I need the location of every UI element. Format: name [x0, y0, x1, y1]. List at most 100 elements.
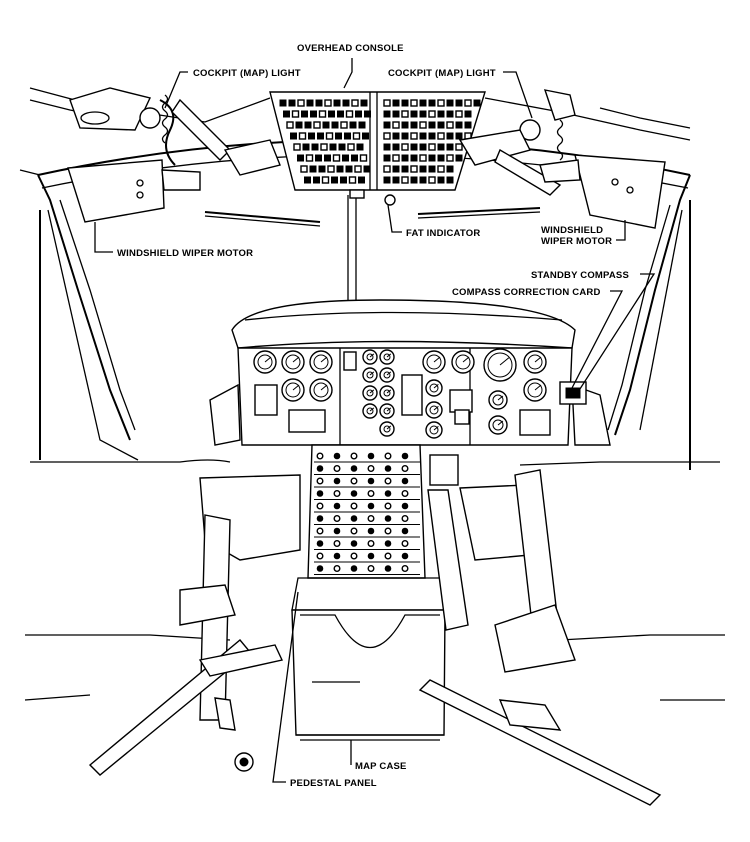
pedestal-knob: [350, 490, 358, 497]
cockpit-light-right: [458, 89, 576, 196]
console-switch: [297, 99, 305, 107]
console-switch: [310, 110, 317, 118]
gauge-face: [487, 352, 513, 378]
gauge-needle: [499, 357, 510, 366]
gauge-needle: [386, 425, 392, 430]
console-switch: [333, 99, 341, 107]
console-switch: [348, 176, 357, 184]
label-map-case: MAP CASE: [355, 761, 407, 772]
gauge-needle: [292, 384, 300, 391]
overhead-console: [269, 91, 486, 206]
console-switch: [315, 99, 323, 107]
console-switch: [320, 143, 328, 151]
pedestal-knob: [350, 465, 358, 472]
console-switch: [455, 99, 463, 107]
cockpit-light-left: [69, 87, 281, 176]
pedestal-knob: [367, 515, 375, 523]
gauge-face: [426, 354, 442, 370]
console-switch: [383, 154, 391, 162]
gauge-needle: [369, 353, 375, 358]
console-switch: [318, 110, 327, 118]
gauge-face: [492, 419, 504, 431]
gauge-needle: [369, 389, 375, 394]
console-switch: [455, 132, 463, 140]
gauge-needle: [497, 395, 504, 401]
console-switch: [419, 110, 427, 118]
pedestal-knob: [333, 490, 341, 498]
console-switch: [304, 121, 312, 129]
console-switch: [401, 165, 409, 173]
console-switch: [446, 165, 454, 173]
seat-left: [88, 474, 301, 776]
pedestal-knob: [333, 502, 341, 510]
console-switch: [401, 110, 409, 118]
pedestal-knob: [333, 477, 341, 485]
pedestal-knob: [316, 452, 324, 460]
pedestal-knob: [401, 490, 409, 498]
pedestal-knob: [316, 490, 324, 497]
wiper-motor-right: [539, 154, 666, 229]
gauge-face: [527, 382, 543, 398]
pedestal-panel: [291, 444, 446, 611]
console-switch: [338, 143, 346, 151]
pedestal-knob: [401, 565, 409, 573]
console-switch: [410, 176, 418, 184]
pedestal-knob: [401, 465, 409, 473]
console-switch: [437, 165, 445, 173]
console-switch: [455, 121, 463, 129]
console-switch: [428, 121, 436, 129]
console-switch: [437, 110, 445, 118]
gauge-face: [366, 371, 374, 379]
pedestal-knob: [401, 477, 409, 485]
gauge-needle: [292, 356, 300, 363]
console-switch: [392, 165, 400, 173]
console-switch: [410, 143, 418, 151]
pedestal-knob: [316, 565, 324, 572]
pedestal-knob: [333, 527, 341, 535]
pedestal-knob: [384, 552, 392, 560]
console-switch: [345, 165, 353, 173]
pedestal-knob: [367, 552, 375, 560]
gauge-needle: [534, 384, 542, 391]
console-switch: [392, 154, 400, 162]
console-switch: [321, 176, 330, 184]
console-switch: [401, 143, 409, 151]
console-switch: [356, 143, 364, 151]
pedestal-knob: [350, 552, 358, 560]
pedestal-knob: [401, 552, 409, 560]
console-switch: [301, 110, 308, 118]
console-switch: [410, 165, 418, 173]
console-switch: [304, 176, 311, 184]
gauge-face: [527, 354, 543, 370]
gauge-needle: [386, 353, 392, 358]
console-switch: [437, 176, 445, 184]
console-switch: [401, 176, 409, 184]
gauge-face: [429, 405, 439, 415]
collective-stick: [427, 454, 469, 631]
gauge-needle: [462, 356, 470, 363]
pedestal-knob: [316, 552, 324, 560]
gauge-needle: [433, 356, 441, 363]
console-switch: [446, 176, 454, 184]
gauge-face: [257, 354, 273, 370]
console-switch: [392, 99, 400, 107]
pedestal-knob: [350, 502, 358, 510]
gauge-face: [383, 389, 391, 397]
gauge-needle: [369, 371, 375, 376]
console-switch: [358, 121, 366, 129]
console-switch: [464, 121, 472, 129]
pedestal-knob: [350, 477, 358, 485]
console-switch: [345, 110, 354, 118]
console-switch: [428, 99, 436, 107]
label-wiper-motor-right-1: WINDSHIELD: [541, 225, 603, 236]
gauge-face: [383, 353, 391, 361]
console-switch: [392, 132, 400, 140]
pedestal-knob: [384, 452, 392, 460]
pedestal-knob: [401, 527, 409, 535]
pedestal-knob: [384, 477, 392, 485]
console-switch: [283, 110, 290, 118]
console-switch: [349, 121, 357, 129]
console-switch: [305, 154, 314, 162]
gauge-face: [313, 354, 329, 370]
